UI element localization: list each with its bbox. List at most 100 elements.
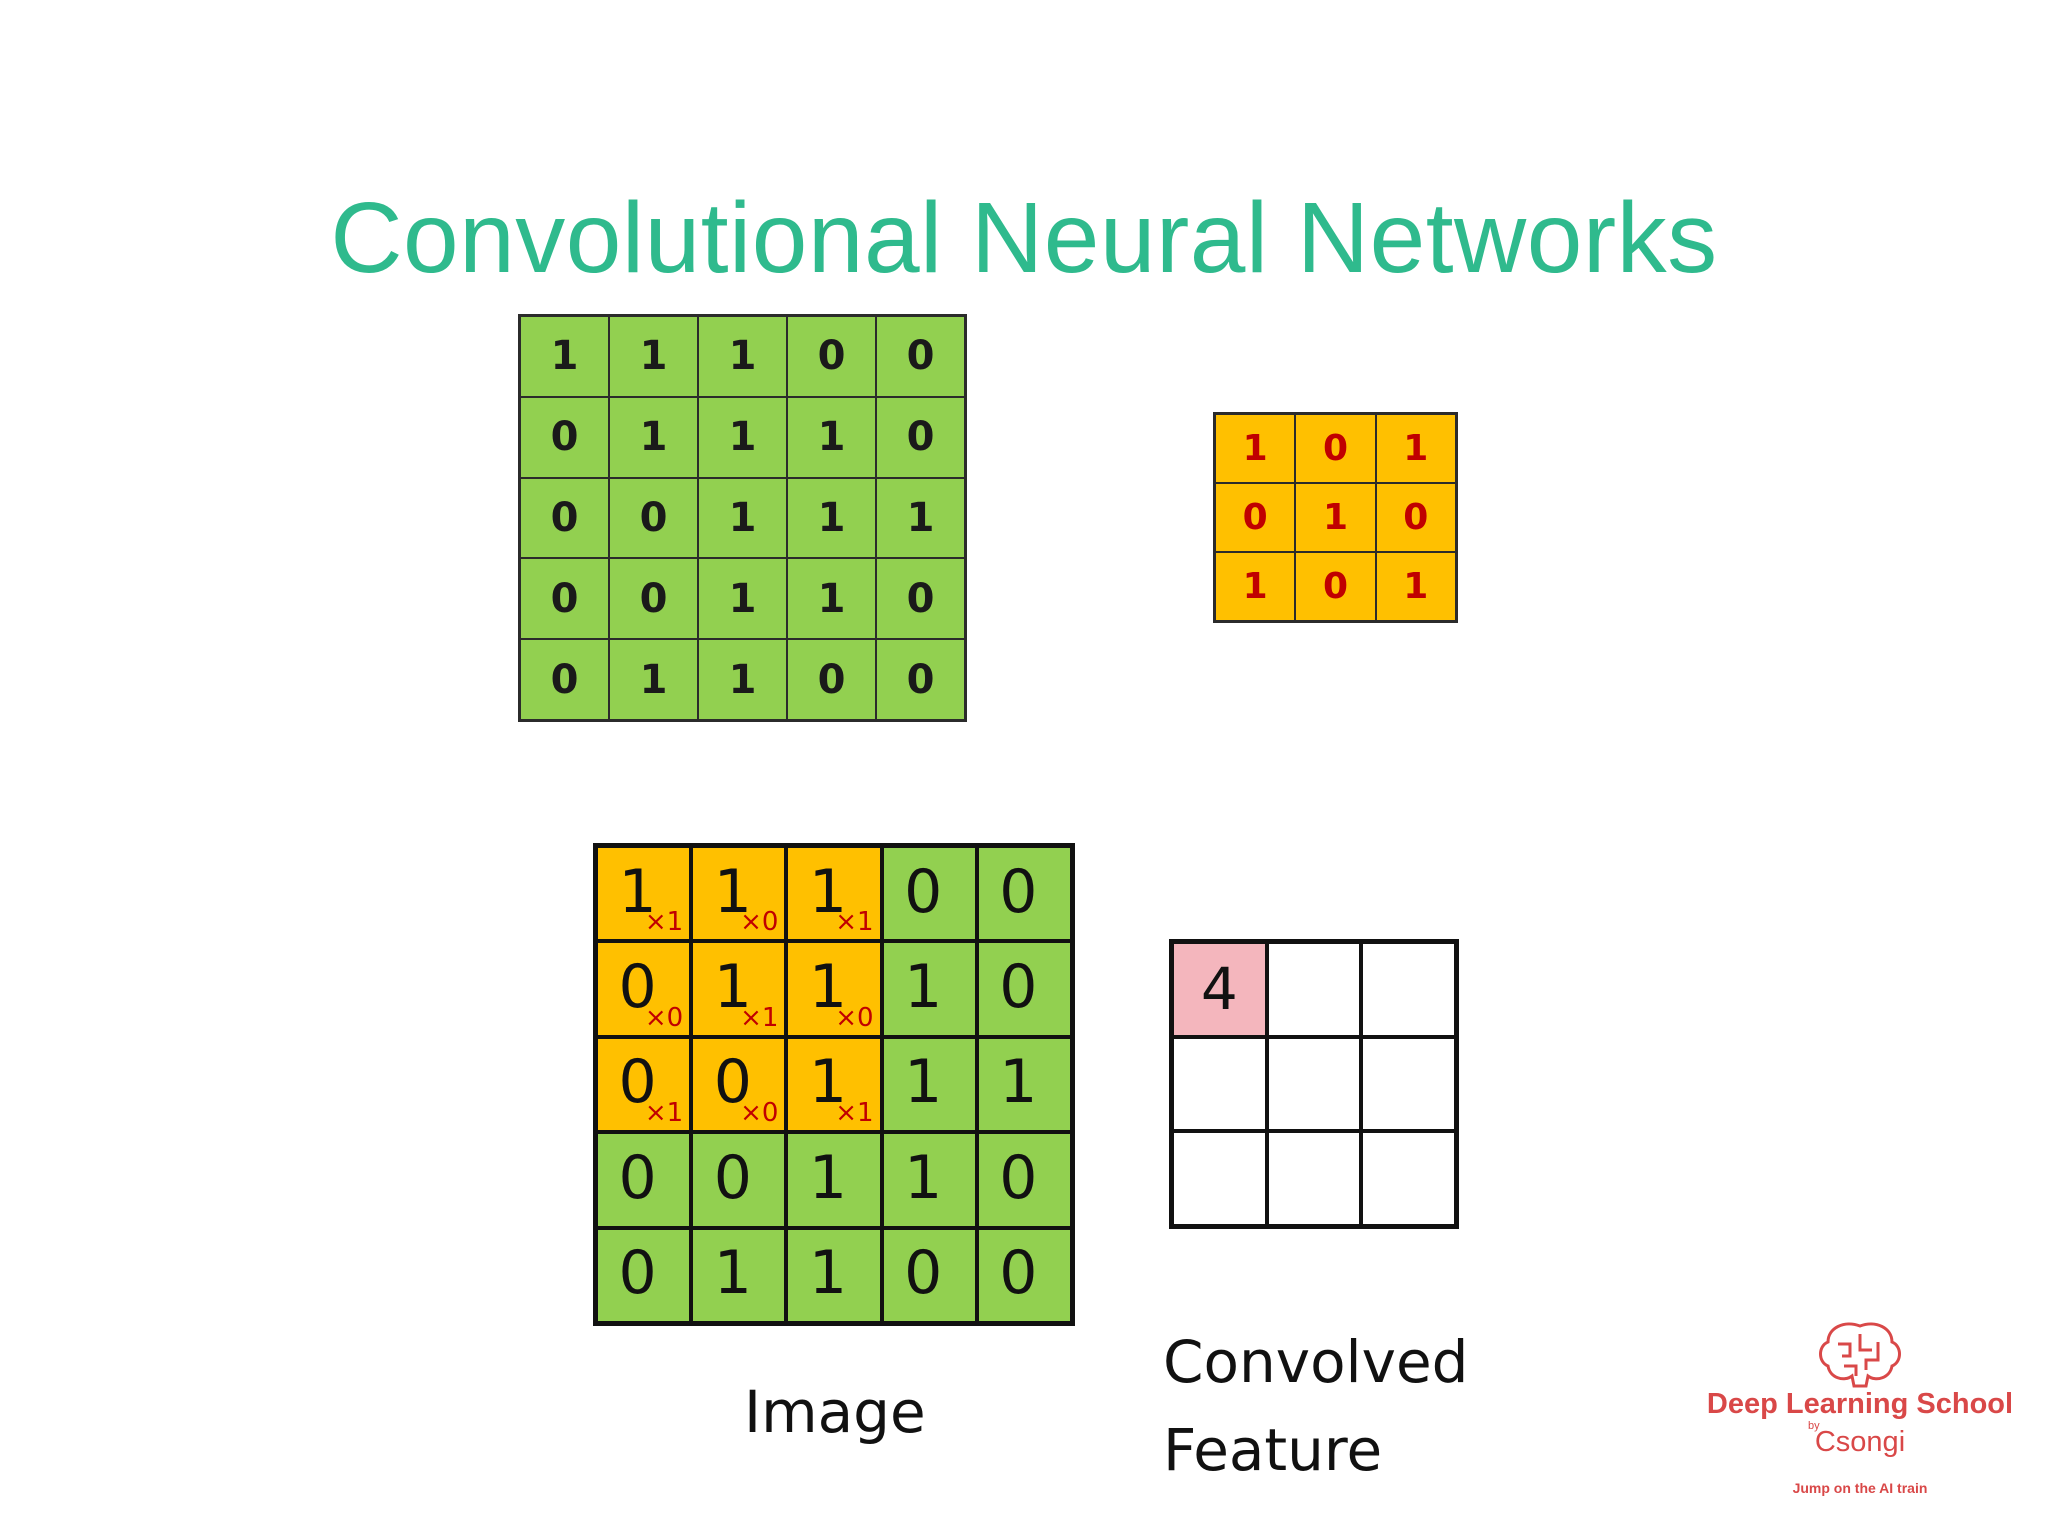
cell-value: 0: [999, 952, 1038, 1023]
cell-value: 1: [713, 856, 752, 927]
kernel-weight: ×1: [835, 1098, 874, 1129]
image-cell-highlighted: 1×1: [596, 846, 692, 942]
kernel-weight: ×1: [644, 907, 684, 938]
cell-value: 0: [999, 1238, 1038, 1309]
input-cell: 0: [520, 639, 609, 720]
image-cell-highlighted: 0×1: [596, 1036, 692, 1133]
input-cell: 0: [520, 477, 609, 559]
input-cell: 1: [609, 316, 698, 397]
logo-by: by: [1808, 1420, 1820, 1432]
input-cell: 1: [609, 396, 698, 478]
cell-value: 0: [618, 1142, 657, 1213]
cell-value: 0: [713, 1047, 752, 1118]
logo-subname: Csongi: [1814, 1426, 1906, 1458]
cell-value: 0: [713, 1142, 752, 1213]
cell-value: 1: [808, 1047, 848, 1118]
cell-value: 0: [904, 856, 943, 927]
kernel-weight: ×0: [644, 1002, 684, 1033]
cell-value: 0: [618, 1047, 657, 1118]
kernel-weight: ×0: [835, 1002, 874, 1033]
image-cell: 1: [691, 1227, 787, 1323]
input-cell: 0: [520, 396, 609, 478]
slide-title: Convolutional Neural Networks: [330, 182, 1718, 294]
input-cell: 0: [876, 316, 965, 397]
cell-value: 0: [618, 952, 657, 1023]
kernel-cell: 0: [1375, 483, 1456, 552]
cell-value: 1: [618, 856, 657, 927]
image-cell-highlighted: 1×0: [691, 846, 787, 942]
cell-value: 1: [808, 1238, 848, 1309]
cell-value: 1: [808, 952, 848, 1023]
cell-value: 1: [999, 1047, 1038, 1118]
image-cell: 1: [881, 1036, 977, 1133]
image-cell: 1: [881, 1132, 977, 1228]
input-cell: 0: [787, 316, 876, 397]
image-cell: 0: [596, 1227, 692, 1323]
image-cell-highlighted: 0×0: [691, 1036, 787, 1133]
caption-line: Feature: [1163, 1416, 1383, 1484]
deep-learning-school-logo: Deep Learning School by Csongi Jump on t…: [1700, 1320, 2020, 1500]
convolved-feature-matrix: 4: [1169, 939, 1459, 1229]
cell-value: 1: [713, 952, 752, 1023]
input-cell: 0: [787, 639, 876, 720]
image-caption: Image: [744, 1378, 926, 1446]
kernel-weight: ×0: [740, 907, 779, 938]
kernel-cell: 1: [1215, 552, 1296, 621]
image-cell: 1: [881, 941, 977, 1037]
cell-value: 1: [808, 1142, 848, 1213]
input-cell: 0: [609, 477, 698, 559]
cell-value: 0: [618, 1238, 657, 1309]
input-cell: 0: [520, 558, 609, 640]
kernel-weight: ×1: [835, 907, 874, 938]
cell-value: 0: [999, 1142, 1038, 1213]
feature-cell: [1266, 942, 1362, 1037]
cell-value: 1: [904, 1047, 943, 1118]
logo-tagline: Jump on the AI train: [1792, 1480, 1928, 1496]
input-cell: 1: [698, 558, 787, 640]
image-cell: 0: [976, 1132, 1072, 1228]
image-cell-highlighted: 1×1: [786, 846, 882, 942]
kernel-cell: 0: [1295, 552, 1376, 621]
image-cell: 0: [976, 1227, 1072, 1323]
kernel-cell: 1: [1375, 552, 1456, 621]
image-cell: 1: [786, 1227, 882, 1323]
convolved-feature-caption: Convolved Feature: [1163, 1318, 1469, 1494]
input-cell: 0: [609, 558, 698, 640]
input-cell: 1: [609, 639, 698, 720]
image-cell: 0: [976, 941, 1072, 1037]
input-cell: 1: [698, 316, 787, 397]
image-cell: 0: [976, 846, 1072, 942]
input-cell: 1: [520, 316, 609, 397]
feature-cell: [1266, 1036, 1362, 1132]
cell-value: 1: [904, 952, 943, 1023]
kernel-weight: ×1: [644, 1098, 684, 1129]
input-cell: 1: [876, 477, 965, 559]
image-cell: 0: [596, 1132, 692, 1228]
input-cell: 0: [876, 558, 965, 640]
logo-name: Deep Learning School: [1706, 1388, 2014, 1420]
input-cell: 0: [876, 396, 965, 478]
input-cell: 1: [698, 639, 787, 720]
kernel-cell: 1: [1215, 414, 1296, 483]
image-cell-highlighted: 1×0: [786, 941, 882, 1037]
cell-value: 0: [904, 1238, 943, 1309]
feature-cell: [1361, 1131, 1456, 1226]
feature-cell: [1172, 1131, 1267, 1226]
cell-value: 0: [999, 856, 1038, 927]
kernel-weight: ×1: [740, 1002, 779, 1033]
feature-cell: 4: [1172, 942, 1267, 1037]
input-cell: 0: [876, 639, 965, 720]
cell-value: 1: [904, 1142, 943, 1213]
kernel-weight: ×0: [740, 1098, 779, 1129]
feature-cell: [1361, 1036, 1456, 1132]
image-cell: 0: [881, 846, 977, 942]
caption-line: Convolved: [1163, 1328, 1469, 1396]
image-cell-highlighted: 1×1: [786, 1036, 882, 1133]
brain-icon: [1819, 1322, 1901, 1388]
kernel-cell: 0: [1295, 414, 1376, 483]
cell-value: 1: [713, 1238, 752, 1309]
input-cell: 1: [698, 396, 787, 478]
